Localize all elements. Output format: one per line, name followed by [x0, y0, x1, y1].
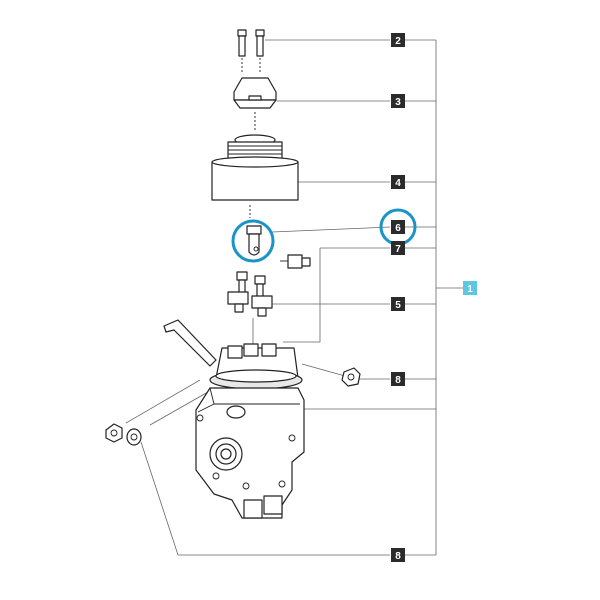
callout-8-nut-label: 8 [395, 375, 401, 386]
callout-8-nuts-washers[interactable]: 8 [391, 548, 405, 562]
part-cap [233, 77, 277, 130]
part-valve-body [195, 387, 305, 519]
callout-assembly-1-label: 1 [467, 284, 473, 295]
part-lever-arm [163, 319, 217, 367]
callout-4[interactable]: 4 [391, 175, 405, 189]
callout-2[interactable]: 2 [391, 33, 405, 47]
callout-2-label: 2 [395, 36, 401, 47]
part-plungers [227, 271, 273, 317]
part-valve-head [209, 343, 303, 390]
part-boot [211, 134, 299, 218]
callout-6[interactable]: 6 [391, 220, 405, 234]
callout-7-label: 7 [395, 244, 401, 255]
callout-8-nut[interactable]: 8 [391, 372, 405, 386]
part-bolts [237, 29, 265, 74]
callout-7[interactable]: 7 [391, 241, 405, 255]
part-screw [280, 254, 311, 269]
callout-6-label: 6 [395, 223, 401, 234]
callout-5[interactable]: 5 [391, 297, 405, 311]
callout-assembly-1[interactable]: 1 [463, 281, 477, 295]
part-nut-right [341, 367, 361, 387]
highlight-ring-part [231, 219, 275, 263]
callout-8-nuts-washers-label: 8 [395, 551, 401, 562]
leader-lines [125, 39, 463, 556]
callout-4-label: 4 [395, 178, 401, 189]
part-nuts-washers-left [105, 423, 142, 446]
callout-3-label: 3 [395, 97, 401, 108]
part-lever-pin [246, 225, 262, 256]
callout-5-label: 5 [395, 300, 401, 311]
callout-3[interactable]: 3 [391, 94, 405, 108]
